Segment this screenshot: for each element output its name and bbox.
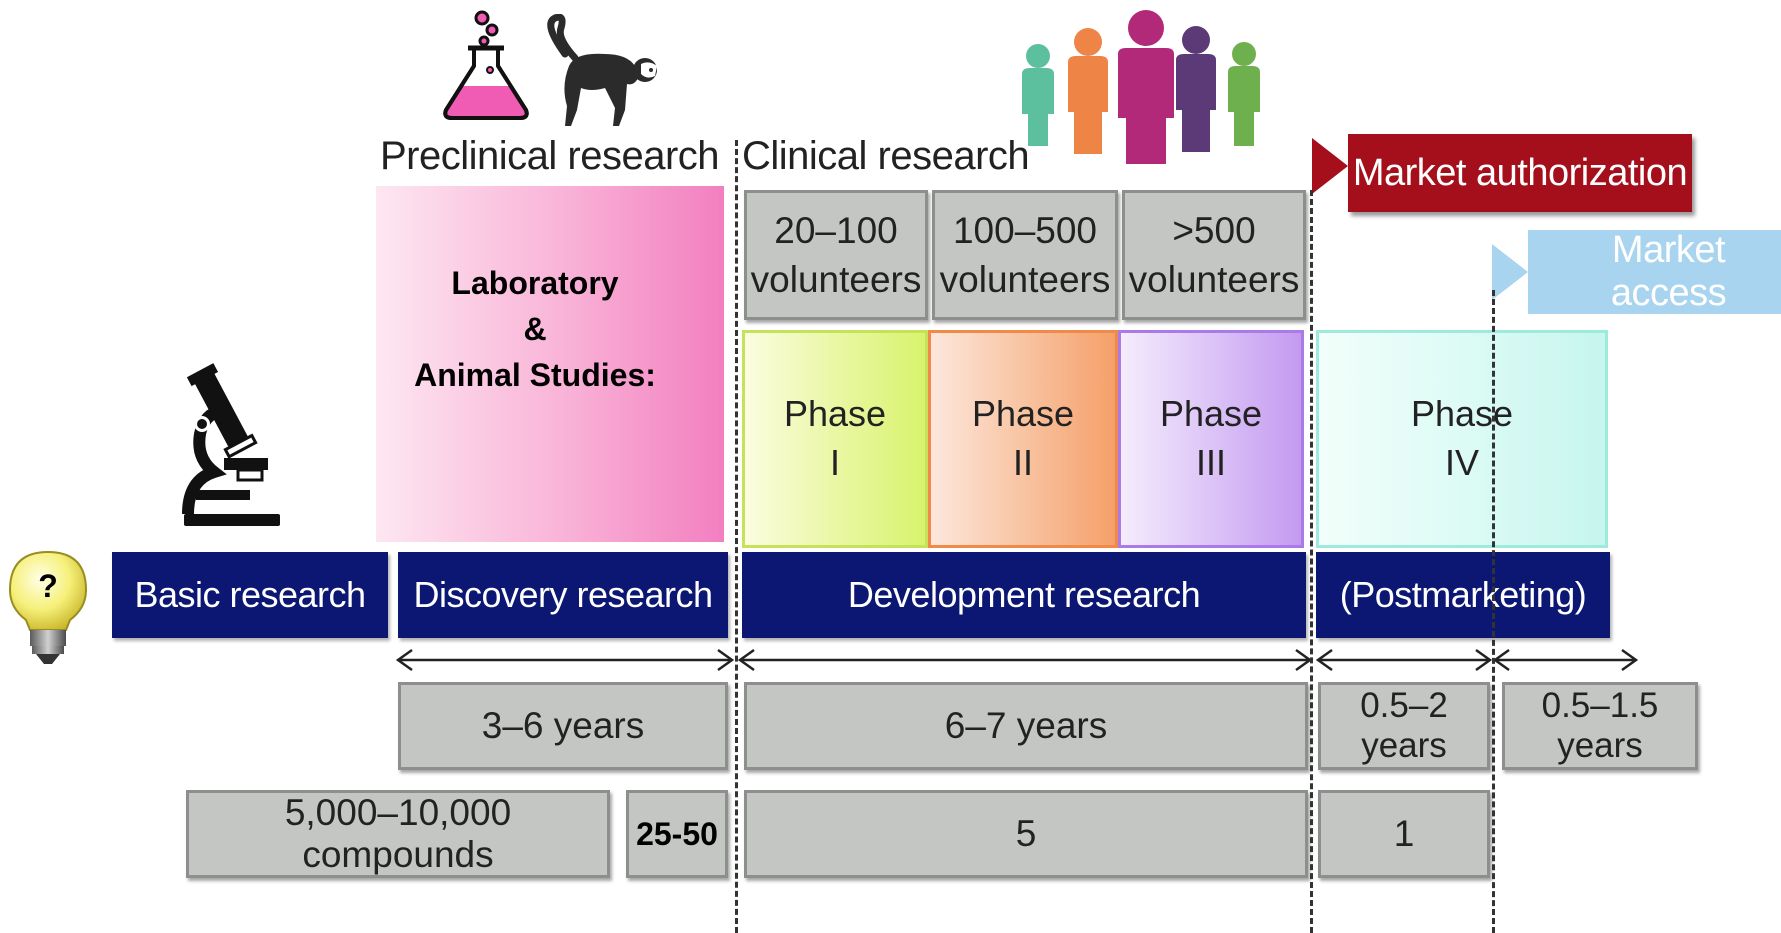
phase3-box: Phase III (1118, 330, 1304, 548)
preclinical-line3: Animal Studies: (414, 357, 656, 393)
phase-word: Phase (783, 393, 887, 435)
preclinical-line1: Laboratory (451, 265, 619, 301)
flask-icon (443, 10, 529, 120)
phase-word: Phase (971, 393, 1075, 435)
timeline-arrows (395, 648, 1639, 672)
phase-numeral: II (1012, 442, 1033, 483)
discovery-research-bar: Discovery research (398, 552, 728, 638)
preclinical-box: Laboratory & Animal Studies: (376, 186, 724, 542)
phase2-box: Phase II (928, 330, 1118, 548)
lightbulb-icon (8, 550, 88, 664)
phase-word: Phase (1159, 393, 1263, 435)
volunteers-label: volunteers (939, 259, 1111, 300)
phase-numeral: I (829, 442, 840, 483)
duration-discovery: 3–6 years (398, 682, 728, 770)
volunteers-label: volunteers (750, 259, 922, 300)
monkey-icon (547, 14, 657, 126)
clinical-market-divider (1310, 190, 1313, 933)
development-research-bar: Development research (742, 552, 1306, 638)
duration-development: 6–7 years (744, 682, 1308, 770)
market-authorization-arrow (1312, 138, 1348, 194)
compounds-initial: 5,000–10,000 compounds (186, 790, 610, 878)
phase-word: Phase (1410, 393, 1514, 435)
preclinical-heading: Preclinical research (380, 134, 720, 178)
volunteers-box-phase3: >500 volunteers (1122, 190, 1306, 320)
volunteers-count: >500 (1172, 210, 1256, 251)
preclinical-line2: & (523, 311, 547, 347)
market-access-divider (1492, 290, 1495, 933)
compounds-preclinical: 25-50 (626, 790, 728, 878)
market-access-arrow (1492, 244, 1528, 300)
compounds-approved: 1 (1318, 790, 1490, 878)
duration-postmarketing: 0.5–2 years (1318, 682, 1490, 770)
volunteers-box-phase2: 100–500 volunteers (932, 190, 1118, 320)
people-group-icon (1022, 10, 1260, 164)
postmarketing-bar: (Postmarketing) (1316, 552, 1610, 638)
compounds-clinical: 5 (744, 790, 1308, 878)
phase4-box: Phase IV (1316, 330, 1608, 548)
preclinical-clinical-divider (735, 140, 738, 933)
microscope-icon (182, 363, 280, 526)
question-mark: ? (38, 567, 58, 604)
volunteers-count: 20–100 (774, 210, 898, 251)
basic-research-bar: Basic research (112, 552, 388, 638)
market-authorization-banner: Market authorization (1348, 134, 1692, 212)
phase1-box: Phase I (742, 330, 928, 548)
volunteers-label: volunteers (1128, 259, 1300, 300)
volunteers-count: 100–500 (952, 210, 1098, 251)
clinical-heading: Clinical research (742, 134, 1030, 178)
phase-numeral: IV (1444, 442, 1479, 483)
volunteers-box-phase1: 20–100 volunteers (744, 190, 928, 320)
duration-market-access: 0.5–1.5 years (1502, 682, 1698, 770)
market-access-banner: Market access (1528, 229, 1781, 314)
phase-numeral: III (1195, 442, 1226, 483)
